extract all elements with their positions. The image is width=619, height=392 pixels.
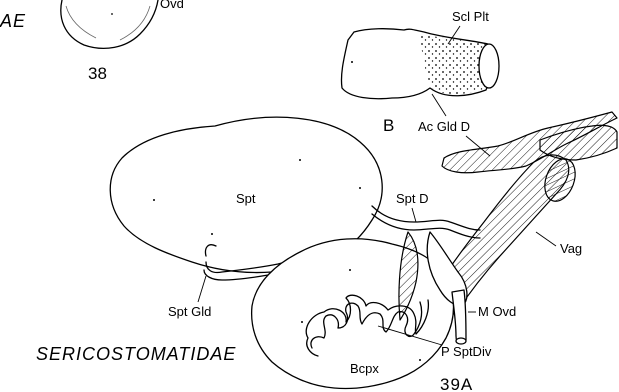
vag-label: Vag xyxy=(560,241,582,256)
spt-label: Spt xyxy=(236,191,256,206)
spt-gld-label: Spt Gld xyxy=(168,304,211,319)
spt-d-leader xyxy=(412,208,416,222)
bcpx-label: Bcpx xyxy=(350,361,379,376)
family-label: SERICOSTOMATIDAE xyxy=(36,344,236,364)
fig38-ovd-label: Ovd xyxy=(160,0,184,11)
figure-39a-number: 39A xyxy=(440,375,473,392)
panel-b-end-opening xyxy=(479,44,499,88)
spermathecal-duct xyxy=(372,206,480,230)
figure-38: Ovd AE 38 xyxy=(0,0,184,83)
panel-b: Scl Plt B Ac Gld D xyxy=(341,9,499,135)
panel-b-letter: B xyxy=(383,116,394,135)
fig38-organ-outline xyxy=(61,0,158,48)
spt-d-label: Spt D xyxy=(396,191,429,206)
figure-38-number: 38 xyxy=(88,64,107,83)
ac-gld-d-label: Ac Gld D xyxy=(418,119,470,134)
ac-gld-d-leader-b xyxy=(432,94,446,116)
m-ovd-label: M Ovd xyxy=(478,304,516,319)
vag-leader xyxy=(536,232,556,246)
figure-39a: Spt Spt D Vag Spt Gld M Ovd SERICOSTOMAT… xyxy=(36,112,617,392)
median-oviduct xyxy=(452,290,466,343)
p-sptdiv-label: P SptDiv xyxy=(441,344,492,359)
spt-gld-leader xyxy=(198,276,206,302)
scl-plt-label: Scl Plt xyxy=(452,9,489,24)
fig38-family-label-partial: AE xyxy=(0,11,26,31)
